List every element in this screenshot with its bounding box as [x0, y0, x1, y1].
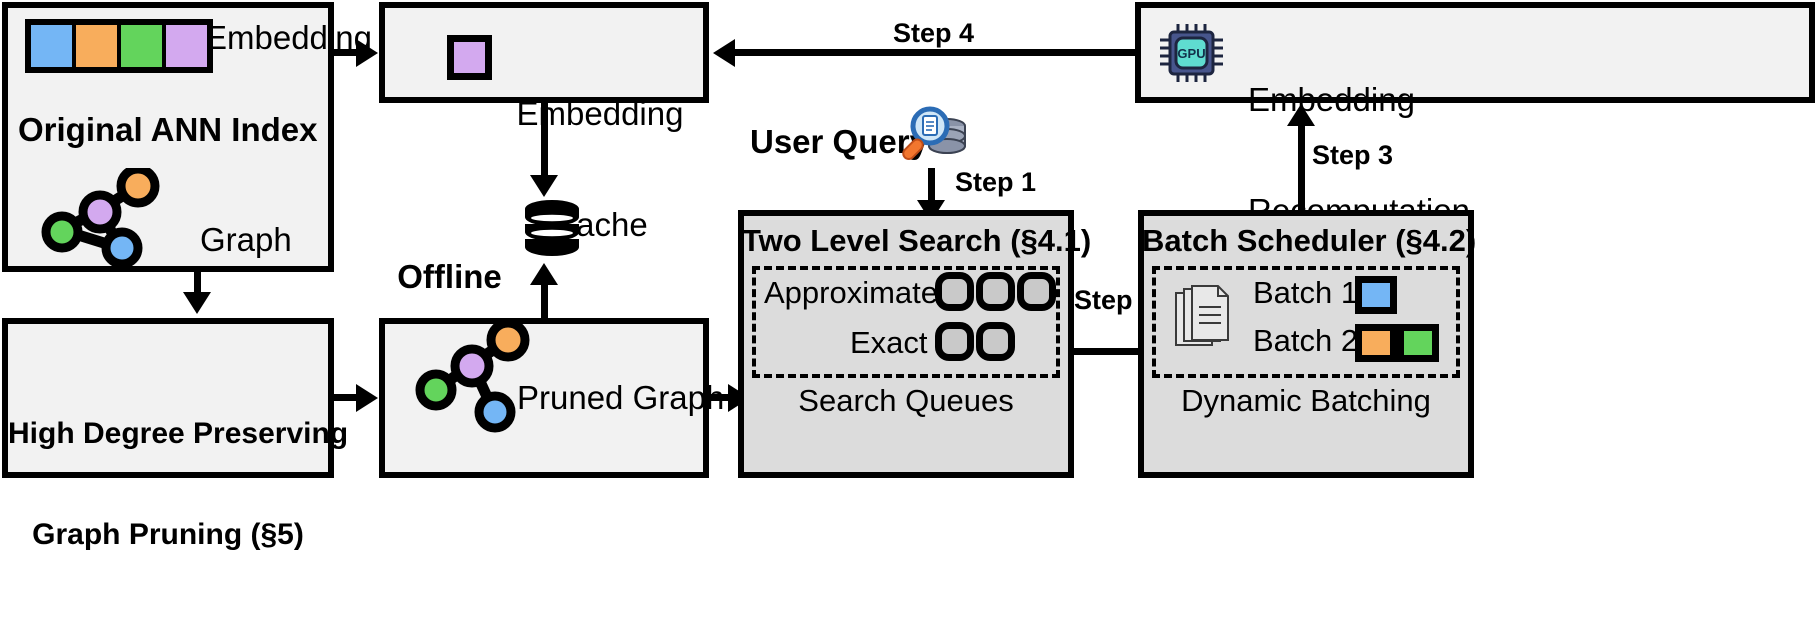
search-queues-dashed-region: [752, 266, 1060, 378]
batch-2-chip-orange: [1355, 324, 1397, 362]
exact-queue-slot-2: [976, 322, 1015, 361]
svg-text:GPU: GPU: [1177, 46, 1205, 61]
dynamic-batching-dashed-region: [1152, 266, 1460, 378]
pruned-graph-icon: [415, 320, 530, 433]
step1-label: Step 1: [955, 167, 1037, 197]
arrow-prunedgraph-to-storage-head: [530, 263, 558, 285]
embedding-cache-chip-icon: [447, 35, 492, 80]
embedding-recomputation-server-box: [1135, 2, 1815, 103]
exact-queue-slot-1: [935, 322, 974, 361]
recomputation-server-line1: Embedding: [1248, 80, 1415, 118]
arrow-step4-head: [713, 39, 735, 67]
arrow-step1-line: [928, 168, 935, 206]
batch-scheduler-title: Batch Scheduler (§4.2): [1142, 223, 1477, 258]
query-magnifier-database-icon: [902, 106, 966, 161]
gpu-chip-icon: GPU: [1160, 24, 1223, 82]
arrow-cache-to-storage-line: [541, 103, 548, 181]
approximate-queue-slot-2: [976, 272, 1015, 311]
graph-pruning-label: High Degree Preserving Graph Pruning (§5…: [8, 350, 349, 619]
pruned-graph-label: Pruned Graph: [517, 379, 725, 416]
documents-stack-icon: [1175, 285, 1229, 346]
arrow-pruning-to-prunedgraph-line: [334, 394, 364, 401]
two-level-search-title: Two Level Search (§4.1): [742, 223, 1092, 258]
architecture-diagram: Embedding Original ANN Index Graph Embed…: [2, 2, 1815, 551]
step3-label: Step 3: [1312, 140, 1394, 170]
database-cylinder-icon: [525, 200, 579, 256]
step4-label: Step 4: [893, 18, 975, 48]
pruned-graph-box: [379, 318, 709, 478]
arrow-cache-to-storage-head: [530, 175, 558, 197]
embedding-cell-orange: [76, 25, 121, 67]
batch-1-chip-blue: [1355, 276, 1397, 314]
arrow-step3-head: [1287, 104, 1315, 126]
original-index-graph-label: Graph: [200, 221, 292, 258]
arrow-index-to-cache-head: [356, 39, 378, 67]
original-index-graph-icon: [41, 168, 160, 268]
search-queues-footer: Search Queues: [798, 383, 1014, 418]
embedding-cell-blue: [31, 25, 76, 67]
graph-pruning-line1: High Degree Preserving: [8, 417, 349, 451]
approximate-queue-slot-1: [935, 272, 974, 311]
graph-pruning-line2: Graph Pruning (§5): [32, 517, 304, 551]
arrow-pruning-to-prunedgraph-head: [356, 384, 378, 412]
embedding-cache-box: [379, 2, 709, 103]
approximate-label: Approximate: [764, 275, 939, 310]
batch-2-label: Batch 2: [1253, 323, 1359, 358]
offline-storage-line1: Offline: [397, 257, 502, 295]
embedding-cell-purple: [166, 25, 207, 67]
arrow-step4-line: [735, 49, 1135, 56]
original-ann-index-title: Original ANN Index: [18, 111, 318, 148]
dynamic-batching-footer: Dynamic Batching: [1181, 383, 1431, 418]
batch-2-chip-green: [1397, 324, 1439, 362]
batch-1-label: Batch 1: [1253, 275, 1359, 310]
embedding-cache-label-line1: Embedding: [516, 94, 684, 132]
arrow-step2-line: [1074, 348, 1159, 355]
graph-pruning-box: [2, 318, 334, 478]
two-level-search-box: [738, 210, 1074, 478]
embedding-vector-strip: [25, 19, 213, 73]
arrow-prunedgraph-to-search-line: [709, 394, 734, 401]
arrow-step3-line: [1298, 126, 1305, 210]
approximate-queue-slot-3: [1017, 272, 1056, 311]
arrow-index-to-pruning-line: [194, 272, 201, 296]
embedding-cell-green: [121, 25, 166, 67]
arrow-index-to-cache-line: [334, 49, 364, 56]
exact-label: Exact: [850, 325, 928, 360]
arrow-index-to-pruning-head: [183, 292, 211, 314]
